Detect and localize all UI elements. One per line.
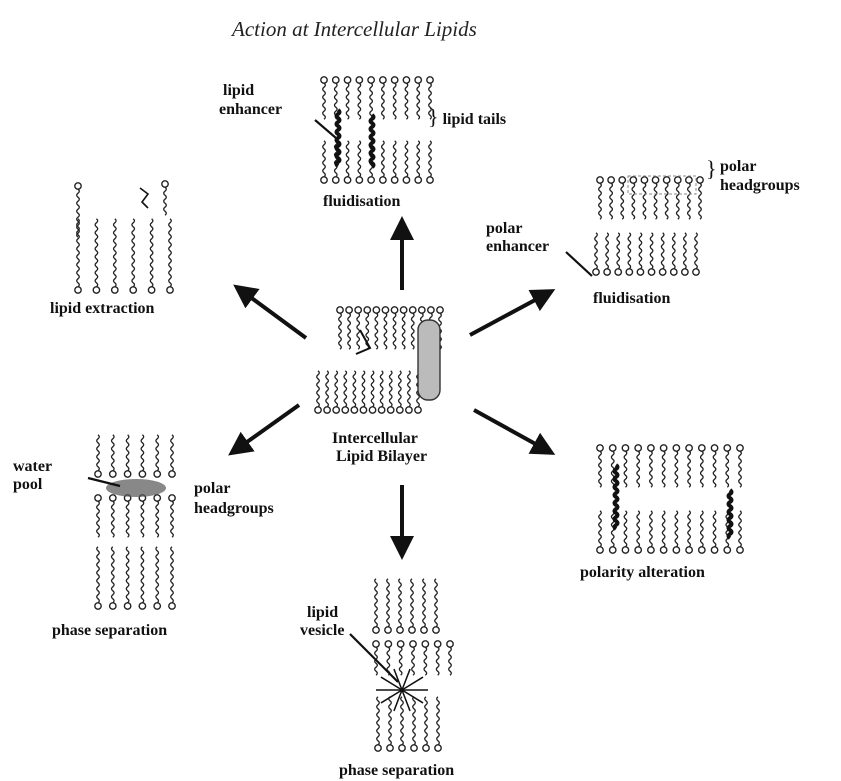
lipid-tails-label: } lipid tails <box>428 108 506 128</box>
water-pool-label-line2: pool <box>13 476 42 493</box>
arrow-upper-right <box>470 292 550 335</box>
polar-headgroups-left-line2: headgroups <box>194 500 274 517</box>
phase-separation-bottom-picture <box>373 579 453 751</box>
lipid-enhancer-label-line2: enhancer <box>219 101 282 118</box>
right-fluidisation-caption: fluidisation <box>593 290 670 307</box>
left-phase-separation-caption: phase separation <box>52 622 167 639</box>
polar-headgroups-line2: headgroups <box>720 177 800 194</box>
center-label-line1: Intercellular <box>332 430 418 447</box>
fluidisation-right-picture <box>593 176 703 275</box>
lipid-vesicle-label-line1: lipid <box>307 604 338 621</box>
fluidisation-top-picture <box>321 77 433 183</box>
polar-enhancer-label-line1: polar <box>486 220 522 237</box>
polarity-alteration-caption: polarity alteration <box>580 564 705 581</box>
polar-headgroups-line1: polar <box>720 158 756 175</box>
water-pool-label-line1: water <box>13 458 52 475</box>
brace-icon: } <box>428 104 439 129</box>
lipid-vesicle-label-line2: vesicle <box>300 622 344 639</box>
lipid-extraction-caption: lipid extraction <box>50 300 154 317</box>
diagram-title: Action at Intercellular Lipids <box>232 17 477 42</box>
center-label-line2: Lipid Bilayer <box>336 448 427 465</box>
polar-enhancer-label-line2: enhancer <box>486 238 549 255</box>
phase-separation-left-picture <box>95 435 175 609</box>
brace-icon: } <box>706 160 717 177</box>
arrow-lower-left <box>233 405 299 452</box>
bottom-phase-separation-caption: phase separation <box>339 762 454 779</box>
arrow-upper-left <box>238 288 306 338</box>
lipid-enhancer-label-line1: lipid <box>223 82 254 99</box>
polarity-alteration-picture <box>597 445 743 553</box>
lipid-extraction-picture <box>75 181 173 293</box>
arrow-lower-right <box>474 410 550 452</box>
top-fluidisation-caption: fluidisation <box>323 193 400 210</box>
lipid-tails-text: lipid tails <box>443 111 507 128</box>
polar-headgroups-left-line1: polar <box>194 480 230 497</box>
bilayer-center-picture <box>315 307 443 413</box>
